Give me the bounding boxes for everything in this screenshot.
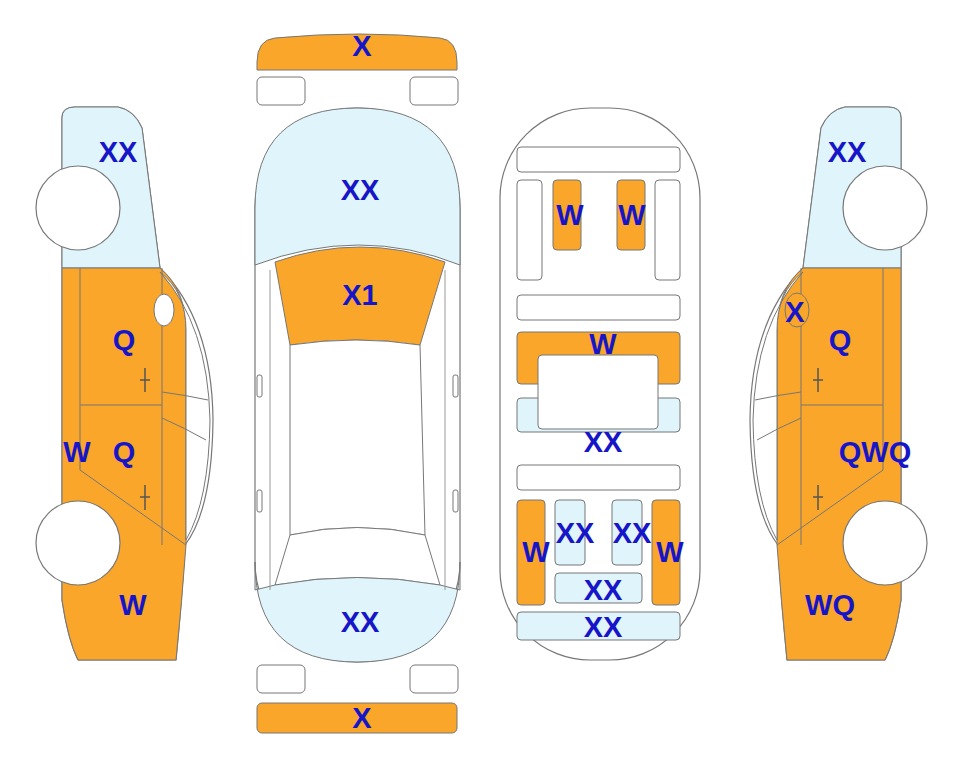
damage-code: XX xyxy=(613,519,652,548)
damage-code: QWQ xyxy=(839,438,912,467)
damage-code: W xyxy=(618,201,645,230)
damage-code: X xyxy=(352,32,371,61)
damage-code: XX xyxy=(341,608,380,637)
damage-code: XX xyxy=(99,138,138,167)
damage-code: XX xyxy=(556,519,595,548)
damage-code: XX xyxy=(584,428,623,457)
damage-code: W xyxy=(589,330,616,359)
damage-code: Q xyxy=(113,326,136,355)
damage-code: WQ xyxy=(805,591,855,620)
damage-code: W xyxy=(522,538,549,567)
damage-code: XX xyxy=(584,576,623,605)
damage-code: Q xyxy=(829,326,852,355)
damage-code: W xyxy=(556,201,583,230)
damage-code: XX xyxy=(584,613,623,642)
damage-code: W xyxy=(63,438,90,467)
damage-code: X xyxy=(352,704,371,733)
damage-code: W xyxy=(119,591,146,620)
damage-code: W xyxy=(656,538,683,567)
damage-code: X xyxy=(785,298,804,327)
damage-code: Q xyxy=(113,438,136,467)
damage-code: XX xyxy=(341,176,380,205)
damage-code: XX xyxy=(828,138,867,167)
damage-code: X1 xyxy=(342,281,377,310)
